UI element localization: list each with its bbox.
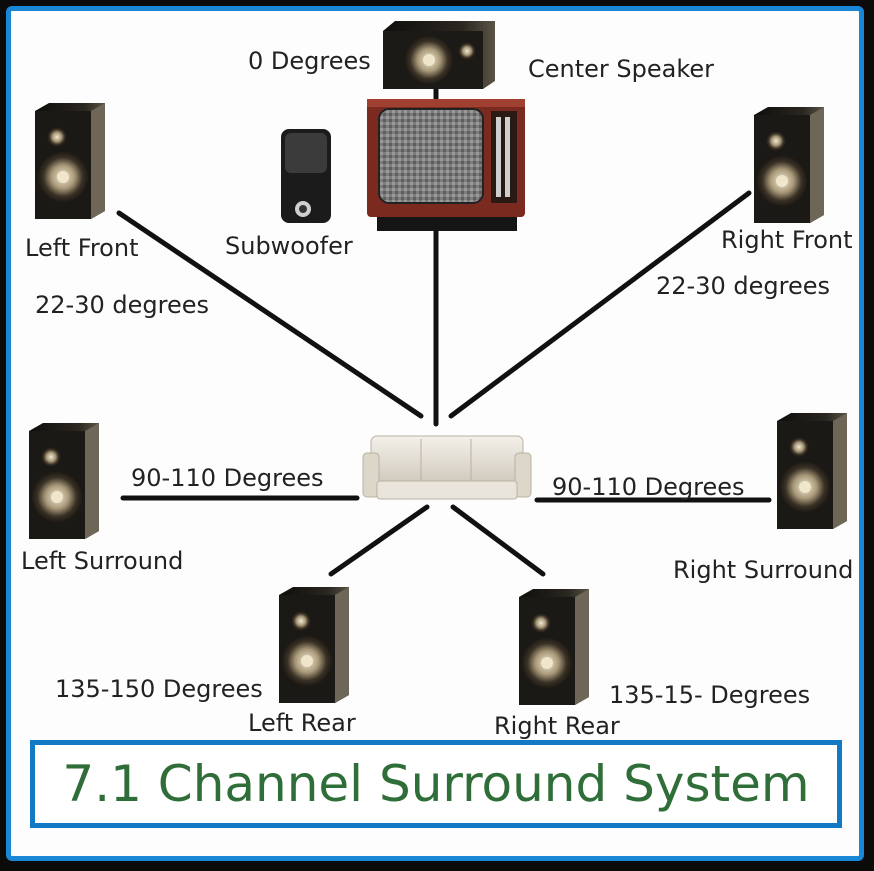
tv-icon xyxy=(367,99,525,231)
diagram-title: 7.1 Channel Surround System xyxy=(62,755,810,813)
left-front-label: Left Front xyxy=(25,234,139,262)
subwoofer-label: Subwoofer xyxy=(225,232,353,260)
left-rear-label: Left Rear xyxy=(248,709,356,737)
right-rear-label: Right Rear xyxy=(494,712,620,740)
left-front-speaker-icon xyxy=(35,103,105,219)
right-rear-angle-label: 135-15- Degrees xyxy=(609,681,811,709)
left-rear-speaker-icon xyxy=(279,587,349,703)
line-right-rear xyxy=(450,504,546,577)
left-surround-angle-label: 90-110 Degrees xyxy=(131,464,324,492)
right-front-angle-label: 22-30 degrees xyxy=(656,272,830,300)
line-left-rear xyxy=(328,504,430,577)
right-front-label: Right Front xyxy=(721,226,853,254)
diagram-frame: 0 Degrees Center Speaker Subwoofer Left … xyxy=(6,6,864,861)
subwoofer-icon xyxy=(281,129,331,223)
left-surround-label: Left Surround xyxy=(21,547,184,575)
couch-icon xyxy=(362,435,532,500)
left-front-angle-label: 22-30 degrees xyxy=(35,291,209,319)
right-front-speaker-icon xyxy=(754,107,824,223)
left-surround-speaker-icon xyxy=(29,423,99,539)
left-rear-angle-label: 135-150 Degrees xyxy=(55,675,263,703)
center-speaker-icon xyxy=(383,21,495,89)
speaker-layout-diagram xyxy=(29,21,847,705)
line-left-front xyxy=(116,210,424,419)
center-speaker-label: Center Speaker xyxy=(528,55,715,83)
right-surround-label: Right Surround xyxy=(673,556,854,584)
right-surround-speaker-icon xyxy=(777,413,847,529)
line-right-front xyxy=(448,190,752,419)
title-box: 7.1 Channel Surround System xyxy=(30,740,842,828)
right-rear-speaker-icon xyxy=(519,589,589,705)
right-surround-angle-label: 90-110 Degrees xyxy=(552,473,745,501)
center-angle-label: 0 Degrees xyxy=(248,47,371,75)
speaker-lines xyxy=(116,86,772,577)
